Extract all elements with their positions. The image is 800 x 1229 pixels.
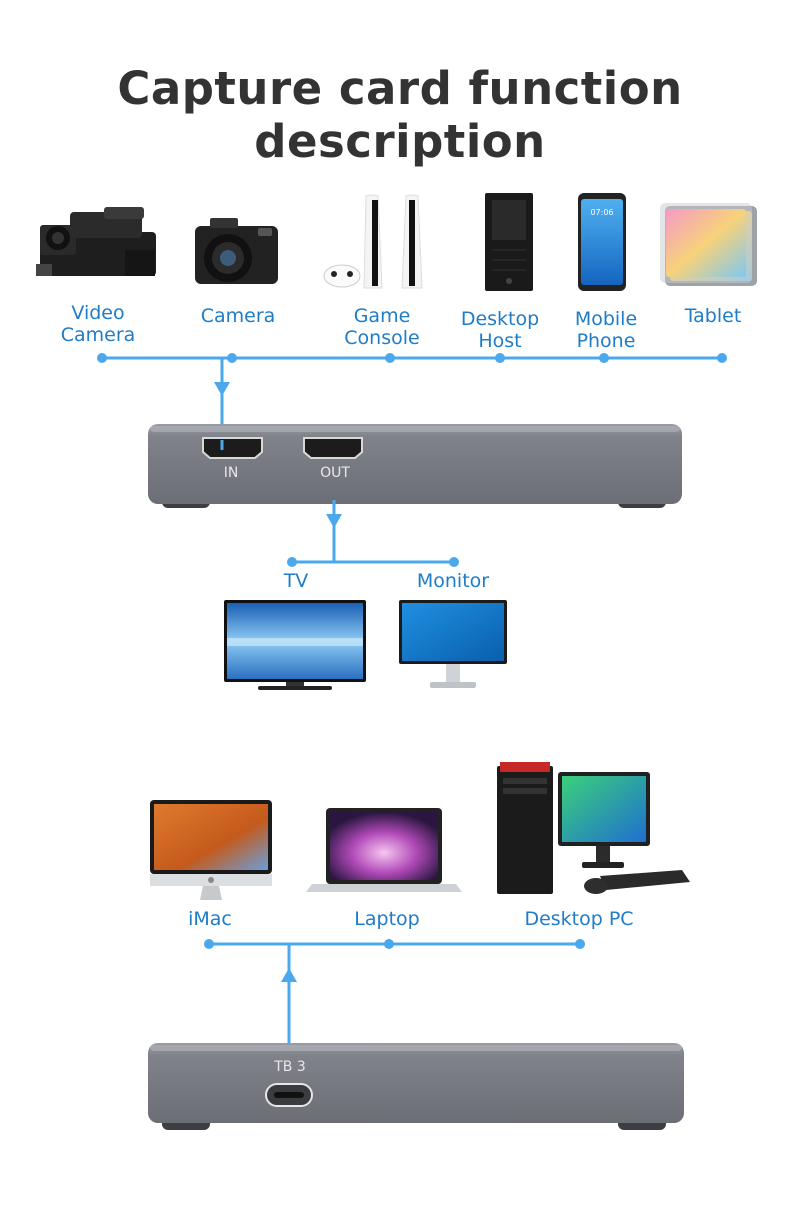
tv-icon [224,600,366,690]
label-game-console: Game Console [344,305,420,349]
label-video-camera: Video Camera [60,302,136,346]
label-desktop-pc: Desktop PC [524,908,634,930]
camera-icon [195,218,278,284]
port-out-label: OUT [320,465,350,481]
mobile-phone-icon: 07:06 [578,193,626,291]
source-connector-line [97,353,727,440]
port-tb3-label: TB 3 [274,1059,306,1075]
label-mobile-phone: Mobile Phone [574,308,638,352]
capture-card-top [148,424,682,508]
label-desktop-host: Desktop Host [460,308,540,352]
label-tablet: Tablet [684,305,742,327]
desktop-host-icon [485,193,533,291]
label-monitor: Monitor [416,570,490,592]
page-title: Capture card function description [117,62,683,168]
label-laptop: Laptop [354,908,420,930]
svg-text:07:06: 07:06 [590,208,613,217]
tablet-icon [660,203,757,286]
label-tv: TV [283,570,309,592]
imac-icon [150,800,272,900]
label-imac: iMac [188,908,232,930]
desktop-pc-icon [497,762,690,894]
label-camera: Camera [200,305,276,327]
port-in-label: IN [223,465,239,481]
video-camera-icon [36,207,156,276]
output-connector-line [287,500,459,567]
monitor-icon [399,600,507,688]
game-console-icon [323,194,423,289]
capture-card-bottom [148,1043,684,1130]
laptop-icon [306,808,462,892]
